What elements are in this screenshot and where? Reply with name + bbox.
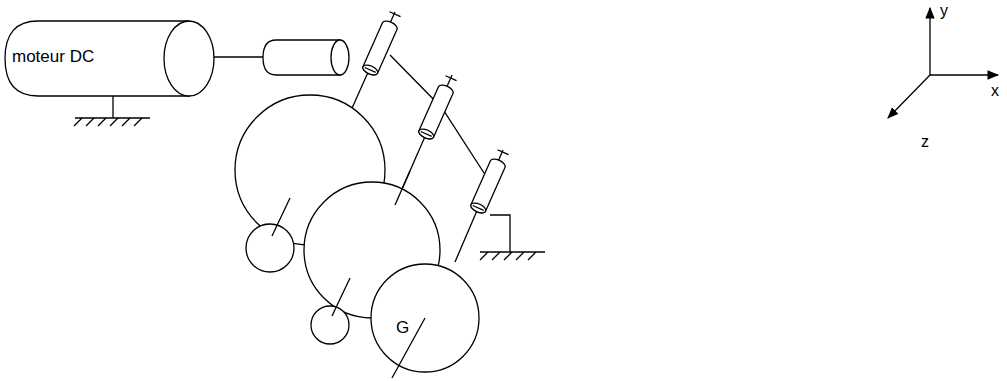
axis-label: x (991, 82, 999, 100)
bearing-symbol (361, 11, 402, 77)
output-shaft (392, 318, 425, 378)
frame-line (490, 215, 510, 252)
shaft (395, 171, 410, 205)
motor-label: moteur DC (12, 47, 94, 67)
frame-line (390, 55, 495, 190)
motor-end (164, 21, 214, 96)
motor-ground (74, 96, 150, 126)
axis-triad (888, 8, 998, 118)
bearing-symbol (469, 149, 510, 215)
motor-body (5, 21, 189, 96)
pinion-gear (246, 224, 294, 272)
frame-ground (480, 252, 545, 260)
axis-label: z (921, 133, 929, 151)
pinion-gear (311, 306, 349, 344)
axis-label: y (940, 2, 948, 20)
motor-shaft (214, 56, 263, 57)
motor-cylinder: moteur DC (4, 20, 216, 97)
gear-wheel: G (370, 263, 480, 373)
gear-wheel-outline (370, 263, 480, 373)
shaft (332, 278, 350, 316)
gear-label: G (396, 318, 409, 338)
shaft (272, 198, 290, 236)
bearing-symbol (417, 75, 458, 141)
pinion-cylinder (263, 40, 349, 75)
gear-outline (371, 264, 479, 372)
